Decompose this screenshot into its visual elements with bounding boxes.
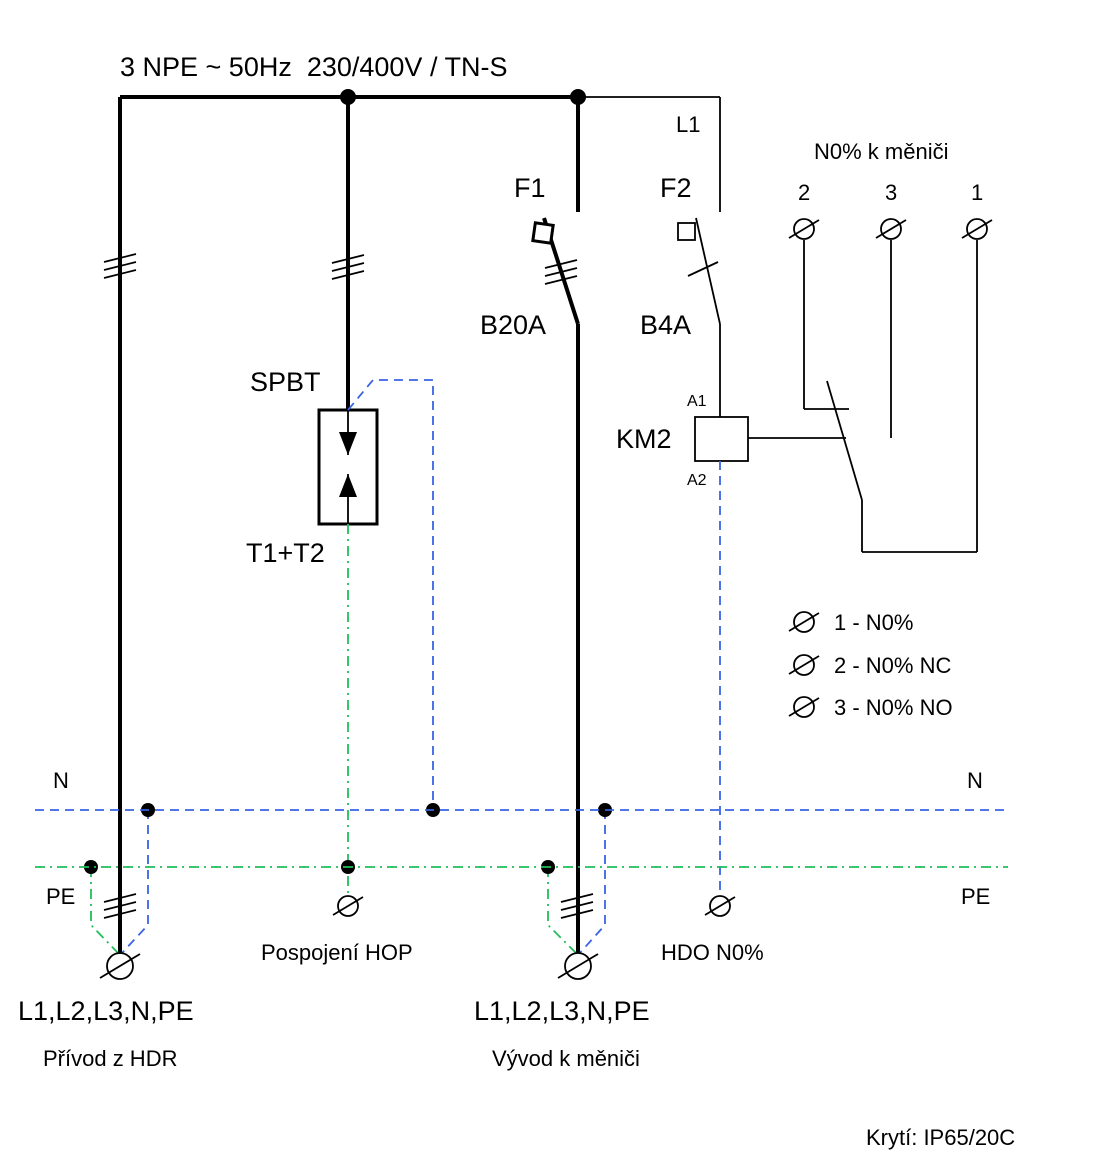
f2-rating: B4A (640, 310, 691, 340)
spd-type: T1+T2 (246, 538, 325, 568)
relay-a2: A2 (687, 472, 707, 489)
incoming-feeder (84, 97, 155, 980)
incoming-conductors: L1,L2,L3,N,PE (18, 996, 194, 1026)
legend-item: 3 - N0% NO (834, 695, 953, 720)
relay-name: KM2 (616, 424, 672, 454)
incoming-caption: Přívod z HDR (43, 1046, 177, 1071)
hdo-terminal-icon (704, 895, 736, 917)
terminal-1-icon (961, 218, 993, 240)
legend-item: 1 - N0% (834, 610, 913, 635)
f1-name: F1 (514, 173, 546, 203)
incoming-terminal-icon (99, 952, 141, 980)
main-busbar (120, 89, 720, 105)
legend-terminal-icon (788, 611, 820, 633)
legend-item: 2 - N0% NC (834, 653, 951, 678)
supply-label: 3 NPE ~ 50Hz 230/400V / TN-S (120, 52, 507, 82)
terminal-3-label: 3 (885, 180, 897, 205)
terminal-2-icon (788, 218, 820, 240)
spd-name: SPBT (250, 367, 321, 397)
three-phase-marker (103, 253, 137, 919)
outgoing-terminal-icon (557, 952, 599, 980)
three-phase-marker (331, 254, 365, 280)
outgoing-caption: Vývod k měniči (492, 1046, 640, 1071)
three-phase-marker (544, 259, 594, 919)
legend-terminal-icon (788, 696, 820, 718)
bonding-caption: Pospojení HOP (261, 940, 413, 965)
terminal-3-icon (875, 218, 907, 240)
f2-contact (695, 217, 721, 325)
terminal-2-label: 2 (798, 180, 810, 205)
terminal-1-label: 1 (971, 180, 983, 205)
hdo-terminals-title: N0% k měniči (814, 139, 948, 164)
l1-label: L1 (676, 112, 700, 137)
spd-branch (317, 97, 440, 917)
relay-coil (694, 416, 749, 462)
enclosure-rating: Krytí: IP65/20C (866, 1125, 1015, 1150)
relay-contacts (788, 218, 993, 553)
f1-rating: B20A (480, 310, 546, 340)
legend-terminal-icon (788, 654, 820, 676)
f2-name: F2 (660, 173, 692, 203)
bonding-terminal-icon (332, 895, 364, 917)
n-label-left: N (53, 768, 69, 793)
f2-branch (677, 97, 846, 917)
hdo-caption: HDO N0% (661, 940, 764, 965)
relay-a1: A1 (687, 393, 707, 410)
n-label-right: N (967, 768, 983, 793)
pe-label-right: PE (961, 884, 990, 909)
terminal-legend: 1 - N0% 2 - N0% NC 3 - N0% NO (788, 610, 953, 720)
f1-branch (531, 97, 612, 980)
outgoing-conductors: L1,L2,L3,N,PE (474, 996, 650, 1026)
pe-label-left: PE (46, 884, 75, 909)
